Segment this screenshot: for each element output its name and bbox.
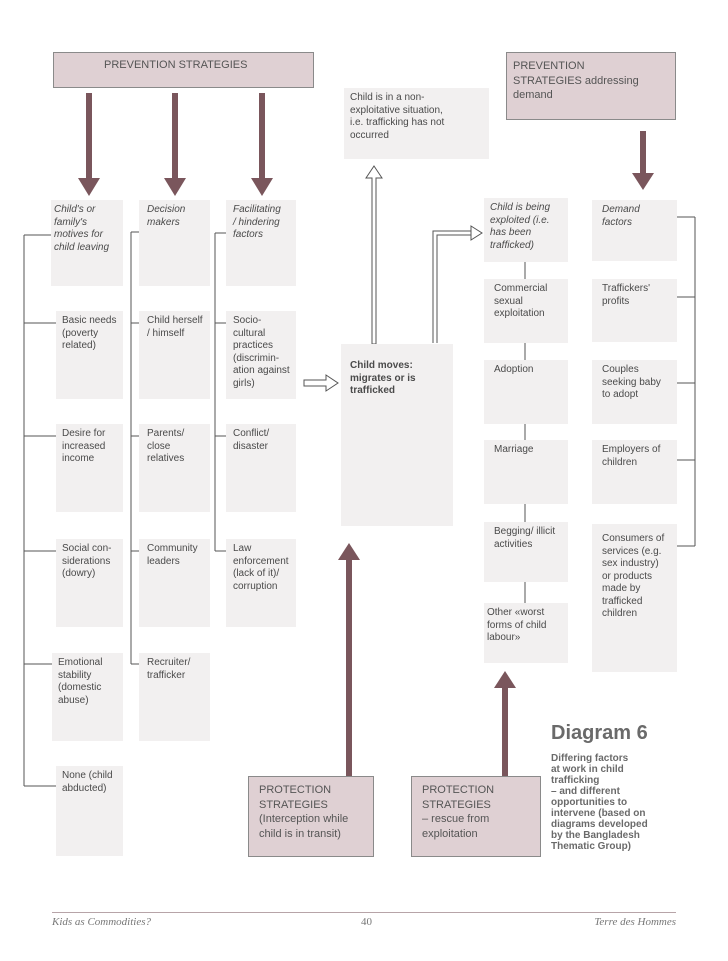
decision-item: Recruiter/ trafficker — [139, 653, 210, 741]
exploited-header: Child is being exploited (i.e. has been … — [484, 198, 568, 262]
diagram-caption: Differing factors at work in child traff… — [551, 753, 648, 852]
exploited-item: Adoption — [484, 360, 568, 424]
decision-bracket — [130, 231, 139, 665]
demand-bracket — [677, 216, 696, 547]
facilitating-factors-header: Facilitating / hindering factors — [226, 200, 296, 286]
facilitating-bracket — [214, 232, 226, 552]
protection-arrows — [338, 543, 516, 776]
motives-header: Child's or family's motives for child le… — [51, 200, 123, 286]
facilitating-item: Law enforcement (lack of it)/ corruption — [226, 539, 296, 627]
prevention-arrows — [78, 93, 654, 196]
exploited-hollow-arrowhead — [470, 225, 483, 241]
footer-divider — [52, 912, 676, 913]
motive-item: None (child abducted) — [56, 766, 123, 856]
motive-item: Emotional stability (domestic abuse) — [52, 653, 123, 741]
footer-publisher: Terre des Hommes — [594, 916, 676, 928]
prevention-strategies-header: PREVENTION STRATEGIES — [53, 52, 314, 88]
motive-item: Desire for increased income — [56, 424, 123, 512]
facilitating-item: Socio- cultural practices (discrimin- at… — [226, 311, 296, 399]
decision-item: Community leaders — [139, 539, 210, 627]
exploited-item: Other «worst forms of child labour» — [484, 603, 568, 663]
exploited-item: Begging/ illicit activities — [484, 522, 568, 582]
demand-factors-header: Demand factors — [592, 200, 677, 261]
motive-item: Basic needs (poverty related) — [56, 311, 123, 399]
demand-item: Couples seeking baby to adopt — [592, 360, 677, 424]
demand-item: Traffickers' profits — [592, 279, 677, 342]
decision-makers-header: Decision makers — [139, 200, 210, 286]
decision-item: Child herself / himself — [139, 311, 210, 399]
protection-transit-box: PROTECTION STRATEGIES (Interception whil… — [248, 776, 374, 857]
protection-rescue-box: PROTECTION STRATEGIES – rescue from expl… — [411, 776, 541, 857]
demand-item: Consumers of services (e.g. sex industry… — [592, 524, 677, 672]
right-hollow-arrow — [303, 374, 339, 392]
up-hollow-arrow — [365, 165, 383, 345]
hollow-arrows — [303, 165, 483, 392]
motive-item: Social con- siderations (dowry) — [56, 539, 123, 627]
demand-item: Employers of children — [592, 440, 677, 504]
motives-bracket — [23, 234, 56, 787]
decision-item: Parents/ close relatives — [139, 424, 210, 512]
non-exploitative-situation-box: Child is in a non- exploitative situatio… — [344, 88, 489, 159]
exploited-item: Marriage — [484, 440, 568, 504]
footer-title: Kids as Commodities? — [52, 916, 152, 928]
prevention-demand-header: PREVENTION STRATEGIES addressing demand — [506, 52, 676, 120]
child-moves-box: Child moves: migrates or is trafficked — [341, 344, 453, 526]
facilitating-item: Conflict/ disaster — [226, 424, 296, 512]
exploited-item: Commercial sexual exploitation — [484, 279, 568, 343]
page-number: 40 — [361, 916, 372, 928]
diagram-title: Diagram 6 — [551, 722, 648, 744]
